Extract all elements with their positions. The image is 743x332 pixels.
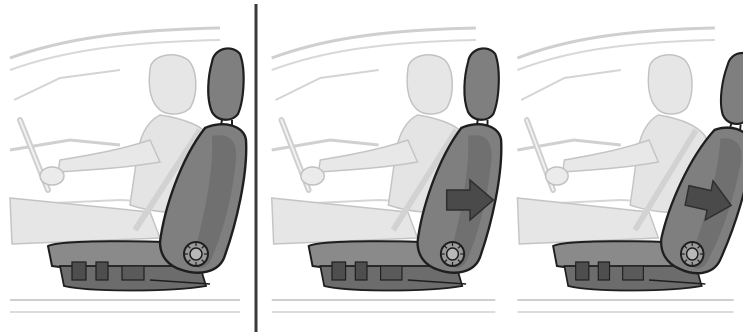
recline-knob-icon — [184, 242, 208, 266]
seat-panel-1 — [10, 28, 246, 312]
recline-knob-icon — [441, 242, 464, 266]
seat-panel-3 — [517, 28, 743, 312]
recline-knob-icon — [681, 242, 704, 266]
seat-panel-2 — [272, 28, 502, 312]
